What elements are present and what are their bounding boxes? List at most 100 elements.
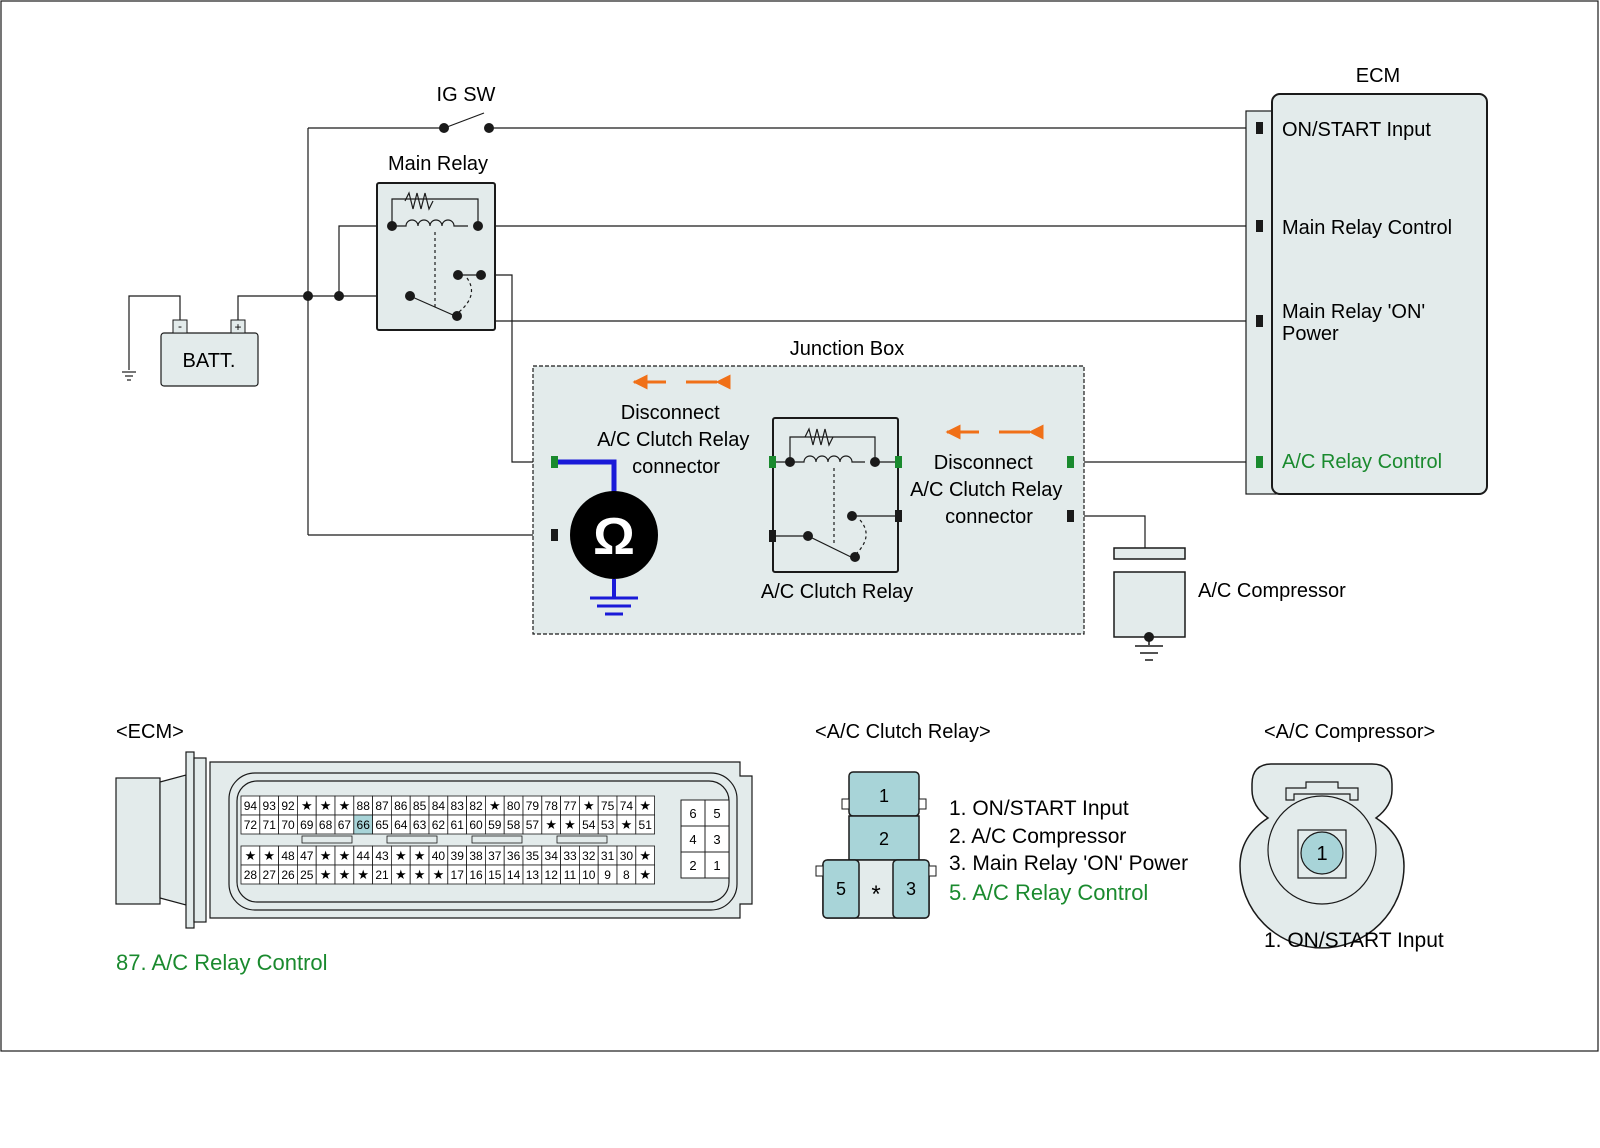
relay-cavity-3 — [892, 859, 930, 919]
ecm-pin-label: 63 — [413, 818, 427, 832]
ecm-pin-label: ★ — [357, 867, 369, 882]
ecm-pin-label: 47 — [300, 849, 314, 863]
disconnect-label-right: Disconnect A/C Clutch Relay connector — [910, 452, 1068, 528]
ecm-pin-label: 11 — [564, 868, 577, 882]
ecm-pin-label: 48 — [281, 849, 295, 863]
ecm-key-slot — [471, 835, 523, 844]
ecm-pin-label: 43 — [375, 849, 389, 863]
ecm-pin-label: 57 — [526, 818, 540, 832]
ecm-pin-label: ★ — [245, 848, 257, 863]
relay-connector-title: <A/C Clutch Relay> — [815, 721, 991, 743]
ecm-pin-label: 54 — [582, 818, 596, 832]
ecm-pin-label: 16 — [469, 868, 483, 882]
batt-ground-icon — [122, 371, 136, 381]
wires — [128, 127, 1258, 548]
ecm-pin-label: 87 — [375, 799, 389, 813]
ecm-pin-label: 21 — [375, 868, 389, 882]
battery: - + BATT. — [160, 319, 259, 387]
relay-pin-1: 1. ON/START Input — [949, 797, 1129, 820]
ecm-pin-label: 69 — [300, 818, 314, 832]
ecm-pin-label: ★ — [395, 848, 407, 863]
ecm-pin-label: 39 — [451, 849, 465, 863]
ecm-pin-label: 28 — [244, 868, 258, 882]
ecm-pin-label: 85 — [413, 799, 427, 813]
ecm-pin-label: 44 — [357, 849, 371, 863]
splice-dots — [303, 291, 344, 301]
key-shape — [1285, 781, 1359, 801]
main-relay: Main Relay — [376, 153, 496, 331]
ecm-pin-label: ★ — [564, 817, 576, 832]
ecm-pin-label: ★ — [395, 867, 407, 882]
ecm-key-slot — [386, 835, 438, 844]
ecm-key-slot — [556, 835, 608, 844]
junction-pins — [551, 456, 1074, 541]
relay-cavity-3-label: 3 — [906, 879, 916, 899]
ecm-pin-label: 72 — [244, 818, 258, 832]
ecm-pin-cell — [635, 864, 655, 885]
disconnect-arrow-icons — [632, 374, 1044, 440]
ecm-pin-label: 68 — [319, 818, 333, 832]
ohmmeter: Ω — [558, 459, 658, 616]
ecm-small-pin-label: 3 — [713, 832, 720, 847]
relay-pin-2: 2. A/C Compressor — [949, 825, 1126, 848]
ecm-pin-label: 40 — [432, 849, 446, 863]
relay-cavity-2-label: 2 — [879, 829, 889, 849]
ac-clutch-relay: A/C Clutch Relay — [761, 417, 913, 603]
ecm-pin-label: 60 — [469, 818, 483, 832]
batt-ground-wire — [128, 295, 181, 370]
ecm-pin-label: ★ — [301, 798, 313, 813]
ecm-pin-label: 86 — [394, 799, 408, 813]
ecm-pin-label: 66 — [357, 818, 371, 832]
main-relay-label: Main Relay — [388, 153, 488, 175]
ecm-pin-label: ★ — [320, 867, 332, 882]
ecm-pin-label: ★ — [489, 798, 501, 813]
ecm-pin-label: 94 — [244, 799, 258, 813]
ecm-pin-main-relay-control: Main Relay Control — [1282, 217, 1452, 239]
junction-box-label: Junction Box — [790, 338, 905, 360]
ecm-pin-label: 75 — [601, 799, 615, 813]
ecm-pin-label: 74 — [620, 799, 634, 813]
ecm-small-pin-cell — [704, 851, 730, 879]
ecm-pin-label: 35 — [526, 849, 540, 863]
compressor-feed-wire — [1071, 515, 1146, 548]
ecm-pin-label: 71 — [263, 818, 277, 832]
disconnect-label-left: Disconnect A/C Clutch Relay connector — [597, 402, 755, 478]
ecm-small-pin-label: 1 — [713, 858, 720, 873]
batt-plus-wire — [237, 295, 410, 320]
ecm-pin-main-relay-on-power: Main Relay 'ON' — [1282, 301, 1425, 323]
relay-connector-view: <A/C Clutch Relay> 1 2 5 * 3 1. ON/START… — [815, 721, 1188, 919]
relay-pin-5: 5. A/C Relay Control — [949, 880, 1148, 905]
ecm-pin-main-relay-on-power-2: Power — [1282, 323, 1339, 345]
ecm-pin-label: 8 — [623, 868, 630, 882]
ecm-connector-note: 87. A/C Relay Control — [116, 950, 328, 975]
ecm-pin-label: ★ — [545, 817, 557, 832]
ecm-pin-label: 82 — [469, 799, 483, 813]
ecm-key-slot — [301, 835, 353, 844]
ecm-pin-label: 83 — [451, 799, 465, 813]
ecm-small-pin-label: 2 — [689, 858, 696, 873]
coil-feed-wire — [338, 225, 392, 296]
ecm-pin-label: 67 — [338, 818, 352, 832]
ecm-pin-label: ★ — [320, 798, 332, 813]
compressor-pin-1: 1. ON/START Input — [1264, 929, 1444, 952]
ecm-pin-label: 65 — [375, 818, 389, 832]
ecm-pin-label: 78 — [545, 799, 559, 813]
ohm-icon: Ω — [593, 508, 635, 566]
ecm-pin-label: 36 — [507, 849, 521, 863]
ecm-pin-label: 70 — [281, 818, 295, 832]
ecm-pin-label: ★ — [639, 798, 651, 813]
compressor-connector-view: <A/C Compressor> 1 1. ON/START Input — [1239, 721, 1444, 952]
ecm-pin-label: ★ — [583, 798, 595, 813]
ecm-title: ECM — [1356, 65, 1400, 87]
ecm-pin-label: ★ — [263, 848, 275, 863]
ecm-small-pin-label: 6 — [689, 806, 696, 821]
batt-label: BATT. — [183, 350, 236, 372]
ecm-pin-label: 17 — [451, 868, 465, 882]
ecm-pin-label: 62 — [432, 818, 446, 832]
ecm-pin-cell — [635, 814, 655, 835]
ecm-pin-label: 88 — [357, 799, 371, 813]
ecm-pin-label: 59 — [488, 818, 502, 832]
